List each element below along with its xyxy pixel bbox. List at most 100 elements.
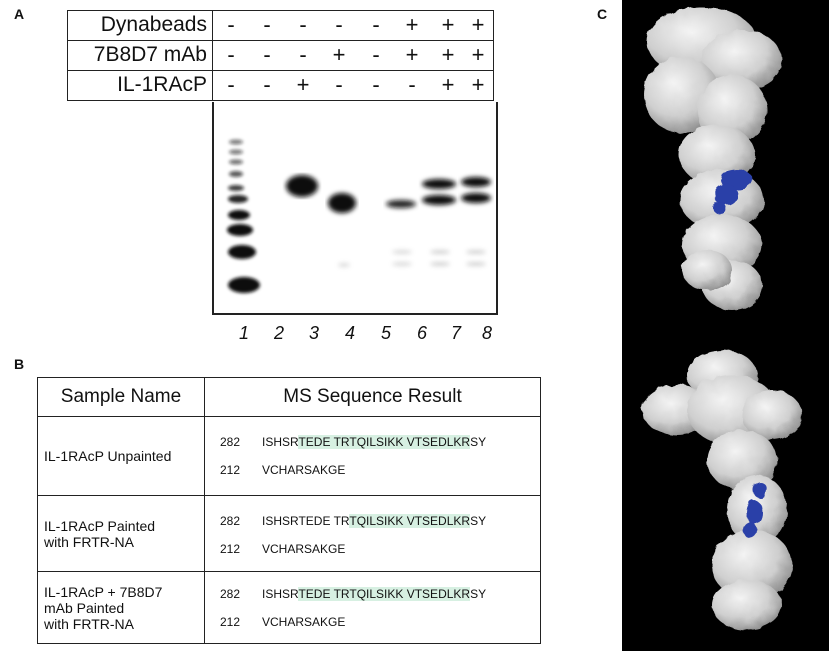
residue-number: 282 bbox=[220, 587, 241, 601]
condition-symbol: - bbox=[227, 12, 235, 37]
condition-symbol: + bbox=[471, 72, 485, 97]
sequence-line: 212 VCHARSAKGE bbox=[220, 542, 345, 556]
condition-symbol: - bbox=[299, 12, 307, 37]
protein-surface-bottom bbox=[642, 350, 802, 630]
lane-number: 3 bbox=[308, 323, 319, 343]
table-row: IL-1RAcP Unpainted 282 ISHSRTEDE TRTQILSI… bbox=[37, 416, 541, 496]
grid-line bbox=[67, 10, 68, 100]
panel-a-letter: A bbox=[14, 6, 25, 22]
sequence-plain: SY bbox=[470, 587, 487, 601]
sequence-highlight: TEDE TRTQILSIKK VTSEDLKR bbox=[298, 587, 471, 601]
header-sample-name: Sample Name bbox=[37, 377, 205, 417]
row-label: IL-1RAcP bbox=[117, 73, 207, 96]
condition-symbol: + bbox=[471, 12, 485, 37]
sequence-highlight: TEDE TRTQILSIKK VTSEDLKR bbox=[298, 435, 471, 449]
sequence-plain: VCHARSAKGE bbox=[262, 615, 346, 629]
condition-grid: Dynabeads - - - - - + + + 7B8D7 mAb - - … bbox=[57, 10, 494, 101]
sequence-plain: VCHARSAKGE bbox=[262, 542, 346, 556]
lane-number: 7 bbox=[450, 323, 461, 343]
table-row: IL-1RAcP Painted with FRTR-NA 282 ISHSRTE… bbox=[37, 495, 541, 572]
sample-name: IL-1RAcP + 7B8D7 bbox=[44, 583, 163, 600]
condition-symbol: + bbox=[441, 12, 455, 37]
row-il1racp: IL-1RAcP - - + - - - + + bbox=[57, 70, 494, 100]
sample-name: IL-1RAcP Unpainted bbox=[44, 448, 172, 464]
panel-c-letter: C bbox=[597, 6, 608, 22]
row-7b8d7: 7B8D7 mAb - - - + - + + + bbox=[57, 40, 494, 70]
residue-number: 212 bbox=[220, 463, 241, 477]
condition-symbol: - bbox=[263, 42, 271, 67]
blot-bands bbox=[227, 139, 491, 293]
condition-symbol: - bbox=[372, 42, 380, 67]
sequence-line: 282 ISHSRTEDE TRTQILSIKK VTSEDLKRSY bbox=[220, 435, 486, 449]
sample-name: with FRTR-NA bbox=[44, 533, 134, 550]
lane-number: 6 bbox=[416, 323, 427, 343]
grid-line bbox=[67, 10, 494, 11]
condition-symbol: + bbox=[332, 42, 346, 67]
sample-name: mAb Painted bbox=[44, 599, 125, 616]
condition-symbol: - bbox=[299, 42, 307, 67]
sequence-plain: ISHSRTEDE TR bbox=[262, 514, 350, 528]
lane-number: 1 bbox=[238, 323, 249, 343]
residue-number: 282 bbox=[220, 435, 241, 449]
residue-number: 282 bbox=[220, 514, 241, 528]
lane-number: 5 bbox=[380, 323, 391, 343]
condition-symbol: + bbox=[441, 42, 455, 67]
condition-symbol: + bbox=[405, 12, 419, 37]
sample-name: with FRTR-NA bbox=[44, 615, 134, 632]
panel-b-letter: B bbox=[14, 356, 25, 372]
condition-symbol: - bbox=[227, 42, 235, 67]
protein-surface-top bbox=[644, 7, 782, 310]
header-ms-result: MS Sequence Result bbox=[204, 377, 541, 417]
condition-symbol: - bbox=[227, 72, 235, 97]
ms-sequence-table: Sample Name MS Sequence Result IL-1RAcP … bbox=[37, 377, 541, 644]
condition-symbol: + bbox=[405, 42, 419, 67]
table-header-row: Sample Name MS Sequence Result bbox=[37, 377, 541, 417]
sample-name-cell: IL-1RAcP Unpainted bbox=[37, 416, 205, 496]
condition-symbol: - bbox=[372, 12, 380, 37]
protein-structure-panel bbox=[622, 0, 829, 651]
residue-number: 212 bbox=[220, 542, 241, 556]
grid-line bbox=[67, 100, 494, 101]
sample-name-cell: IL-1RAcP Painted with FRTR-NA bbox=[37, 495, 205, 572]
grid-line bbox=[67, 70, 494, 71]
condition-symbol: + bbox=[471, 42, 485, 67]
sequence-plain: ISHSR bbox=[262, 587, 299, 601]
row-label: Dynabeads bbox=[100, 13, 207, 36]
lane-number: 8 bbox=[481, 323, 492, 343]
sequence-cell: 282 ISHSRTEDE TRTQILSIKK VTSEDLKRSY 212 VC… bbox=[204, 571, 541, 644]
epitope-region-top bbox=[713, 170, 753, 214]
sequence-line: 282 ISHSRTEDE TRTQILSIKK VTSEDLKRSY bbox=[220, 587, 486, 601]
sequence-highlight: TQILSIKK VTSEDLKR bbox=[349, 514, 471, 528]
lane-number: 2 bbox=[273, 323, 284, 343]
row-label: 7B8D7 mAb bbox=[93, 43, 207, 66]
grid-line bbox=[212, 10, 213, 100]
condition-symbol: - bbox=[335, 72, 343, 97]
row-dynabeads: Dynabeads - - - - - + + + bbox=[57, 10, 494, 40]
protein-surface-renderings bbox=[642, 7, 802, 630]
sample-name: IL-1RAcP Painted bbox=[44, 517, 156, 534]
western-blot-image bbox=[212, 102, 498, 315]
sequence-plain: SY bbox=[470, 514, 487, 528]
sequence-plain: ISHSR bbox=[262, 435, 299, 449]
condition-symbol: + bbox=[441, 72, 455, 97]
condition-symbol: - bbox=[263, 72, 271, 97]
condition-symbol: - bbox=[408, 72, 416, 97]
condition-symbol: - bbox=[263, 12, 271, 37]
sequence-line: 212 VCHARSAKGE bbox=[220, 463, 345, 477]
sequence-cell: 282 ISHSRTEDE TRTQILSIKK VTSEDLKRSY 212 VC… bbox=[204, 416, 541, 496]
condition-symbol: + bbox=[296, 72, 310, 97]
sequence-line: 212 VCHARSAKGE bbox=[220, 615, 345, 629]
residue-number: 212 bbox=[220, 615, 241, 629]
sequence-cell: 282 ISHSRTEDE TRTQILSIKK VTSEDLKRSY 212 VC… bbox=[204, 495, 541, 572]
sample-name-cell: IL-1RAcP + 7B8D7 mAb Painted with FRTR-N… bbox=[37, 571, 205, 644]
condition-symbol: - bbox=[335, 12, 343, 37]
sequence-plain: VCHARSAKGE bbox=[262, 463, 346, 477]
grid-line bbox=[493, 10, 494, 100]
table-row: IL-1RAcP + 7B8D7 mAb Painted with FRTR-N… bbox=[37, 571, 541, 644]
condition-symbol: - bbox=[372, 72, 380, 97]
sequence-line: 282 ISHSRTEDE TRTQILSIKK VTSEDLKRSY bbox=[220, 514, 486, 528]
grid-line bbox=[67, 40, 494, 41]
epitope-region-bottom bbox=[743, 482, 767, 538]
sequence-plain: SY bbox=[470, 435, 487, 449]
lane-number: 4 bbox=[344, 323, 355, 343]
